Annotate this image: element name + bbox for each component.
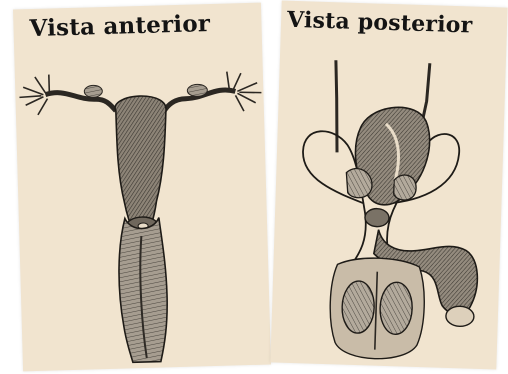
left-ovary bbox=[84, 85, 102, 97]
left-ureter bbox=[333, 60, 340, 152]
uterus bbox=[115, 95, 170, 226]
left-fallopian-tube bbox=[45, 91, 116, 113]
glans bbox=[446, 306, 475, 327]
posterior-view-panel: Vista posterior bbox=[270, 1, 507, 370]
vagina bbox=[117, 217, 168, 362]
prostate bbox=[365, 208, 390, 227]
anterior-view-panel: Vista anterior bbox=[13, 3, 271, 372]
right-ovary bbox=[187, 84, 207, 97]
female-anatomy-illustration bbox=[13, 3, 271, 372]
left-fimbriae bbox=[19, 75, 50, 116]
male-anatomy-illustration bbox=[270, 1, 507, 370]
